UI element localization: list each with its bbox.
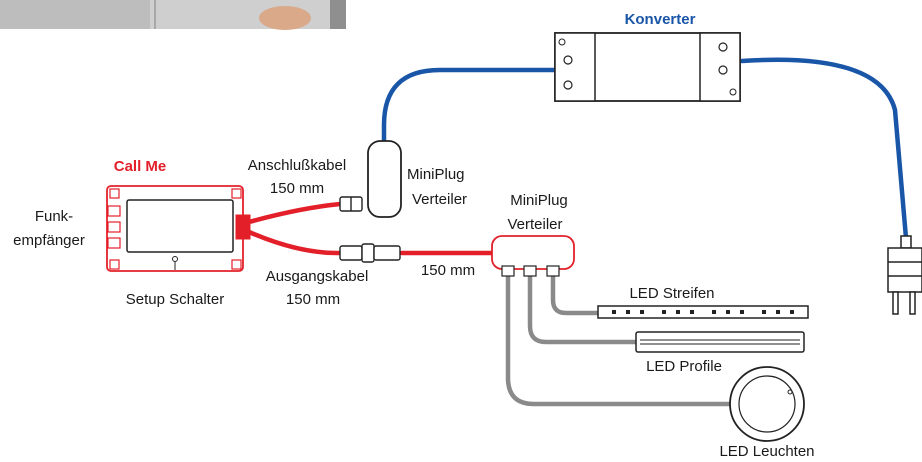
grey-cable-to-light (505, 269, 743, 407)
power-plug-icon (887, 235, 922, 315)
grey-cables (505, 269, 743, 407)
led-strip (597, 305, 809, 319)
output-cable-label-line2: 150 mm (286, 291, 340, 308)
connector-plugs (339, 196, 401, 263)
led-strip-label: LED Streifen (629, 285, 714, 302)
led-light-label: LED Leuchten (719, 443, 814, 457)
red-cable-connection (246, 201, 343, 225)
led-light (729, 366, 805, 442)
funk-label-line1: Funk- (35, 208, 73, 225)
photo-thumbnail (0, 0, 346, 30)
grey-cable-to-profile (527, 269, 639, 345)
call-me-receiver (106, 185, 251, 272)
miniplug-distributor-red (491, 235, 575, 277)
blue-cables (381, 57, 909, 241)
miniplug-red-label-line2: Verteiler (507, 216, 562, 233)
led-profile-label: LED Profile (646, 358, 722, 375)
converter-label: Konverter (625, 11, 696, 28)
call-me-label: Call Me (114, 158, 167, 175)
led-profile (635, 331, 805, 353)
blue-cable-to-plug (739, 57, 909, 241)
blue-cable-to-miniplug (381, 67, 558, 153)
red-cables (246, 201, 495, 256)
miniplug-top-label-line2: Verteiler (412, 191, 467, 208)
miniplug-distributor-top (367, 140, 402, 218)
setup-switch-label: Setup Schalter (126, 291, 224, 308)
converter-box (554, 32, 741, 102)
funk-label-line2: empfänger (13, 232, 85, 249)
miniplug-top-label-line1: MiniPlug (407, 166, 465, 183)
grey-cable-to-strip (550, 269, 601, 316)
red-cable-output (246, 229, 343, 256)
cable-length-label: 150 mm (421, 262, 475, 279)
output-cable-label-line1: Ausgangskabel (266, 268, 369, 285)
connection-cable-label-line2: 150 mm (270, 180, 324, 197)
connection-cable-label-line1: Anschlußkabel (248, 157, 346, 174)
miniplug-red-label-line1: MiniPlug (510, 192, 568, 209)
setup-button (172, 256, 178, 262)
